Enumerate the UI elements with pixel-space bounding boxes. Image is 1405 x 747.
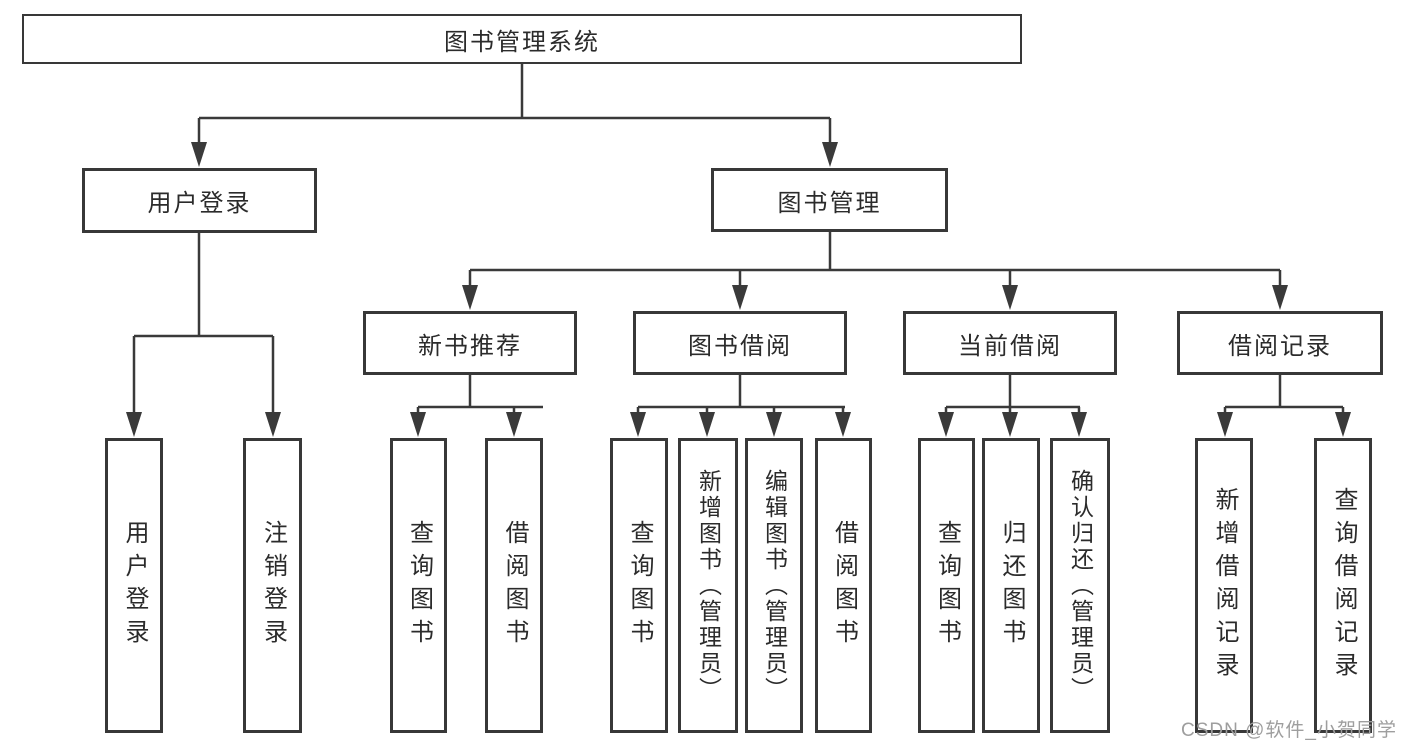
node-label: 图书借阅 [688,332,792,360]
node-label: 图书管理系统 [444,28,600,56]
leaf-confirm-return-admin: 确认归还（管理员） [1050,438,1110,733]
leaf-user-login: 用户登录 [105,438,163,733]
node-book-borrow: 图书借阅 [633,311,847,375]
leaf-logout: 注销登录 [243,438,302,733]
node-label: 查询借阅记录 [1330,486,1357,685]
arrowheads [126,142,1351,437]
node-label: 查询图书 [626,519,653,652]
node-label: 借阅图书 [501,519,528,652]
leaf-query-current-book: 查询图书 [918,438,975,733]
node-label: 归还图书 [998,519,1025,652]
leaf-query-book: 查询图书 [610,438,668,733]
node-label: 当前借阅 [958,332,1062,360]
node-user-login: 用户登录 [82,168,317,233]
node-label: 编辑图书（管理员） [761,468,788,703]
leaf-add-book-admin: 新增图书（管理员） [678,438,738,733]
leaf-borrow-book: 借阅图书 [815,438,872,733]
node-label: 用户登录 [121,519,148,652]
node-label: 确认归还（管理员） [1067,468,1094,703]
leaf-query-borrow-record: 查询借阅记录 [1314,438,1372,733]
node-current-borrow: 当前借阅 [903,311,1117,375]
node-borrow-record: 借阅记录 [1177,311,1383,375]
node-label: 查询图书 [933,519,961,652]
node-library-system: 图书管理系统 [22,14,1022,64]
watermark: CSDN @软件_小贺同学 [1181,720,1397,741]
node-label: 新增借阅记录 [1211,486,1238,685]
node-label: 查询图书 [405,519,433,652]
node-label: 借阅图书 [830,519,858,652]
node-label: 图书管理 [777,189,882,217]
node-label: 新书推荐 [418,332,522,360]
leaf-add-borrow-record: 新增借阅记录 [1195,438,1253,733]
node-label: 注销登录 [259,519,287,652]
node-book-management: 图书管理 [711,168,948,232]
leaf-borrow-book-recommend: 借阅图书 [485,438,543,733]
leaf-return-book: 归还图书 [982,438,1040,733]
node-label: 新增图书（管理员） [695,468,722,703]
leaf-edit-book-admin: 编辑图书（管理员） [745,438,803,733]
node-new-book-recommend: 新书推荐 [363,311,577,375]
leaf-query-book-recommend: 查询图书 [390,438,447,733]
node-label: 借阅记录 [1228,332,1332,360]
node-label: 用户登录 [147,190,252,217]
